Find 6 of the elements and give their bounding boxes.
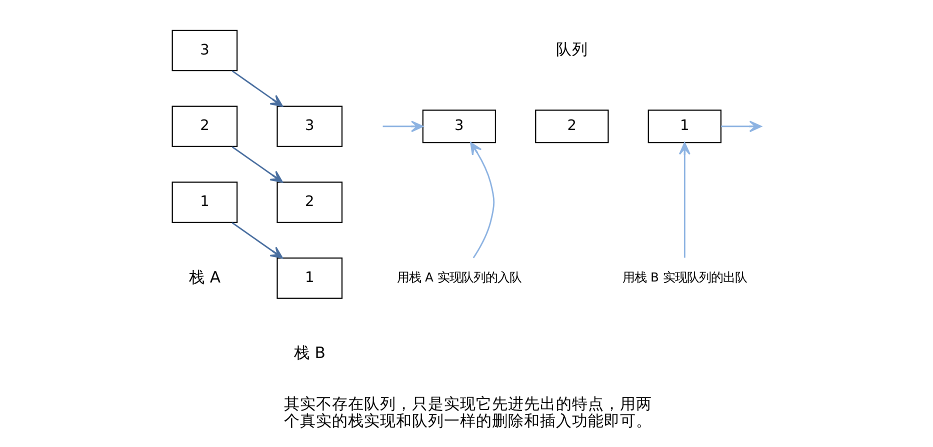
node-text: 用栈 B 实现队列的出队 [622,270,746,284]
label: 栈 B [293,344,325,362]
caption: 其实不存在队列，只是实现它先进先出的特点，用两个真实的栈实现和队列一样的删除和插入功能即可。 [283,395,652,430]
label: 栈 A [188,268,220,286]
label: 队列 [555,40,588,59]
node-text: 用栈 A 实现队列的入队 [396,270,521,284]
